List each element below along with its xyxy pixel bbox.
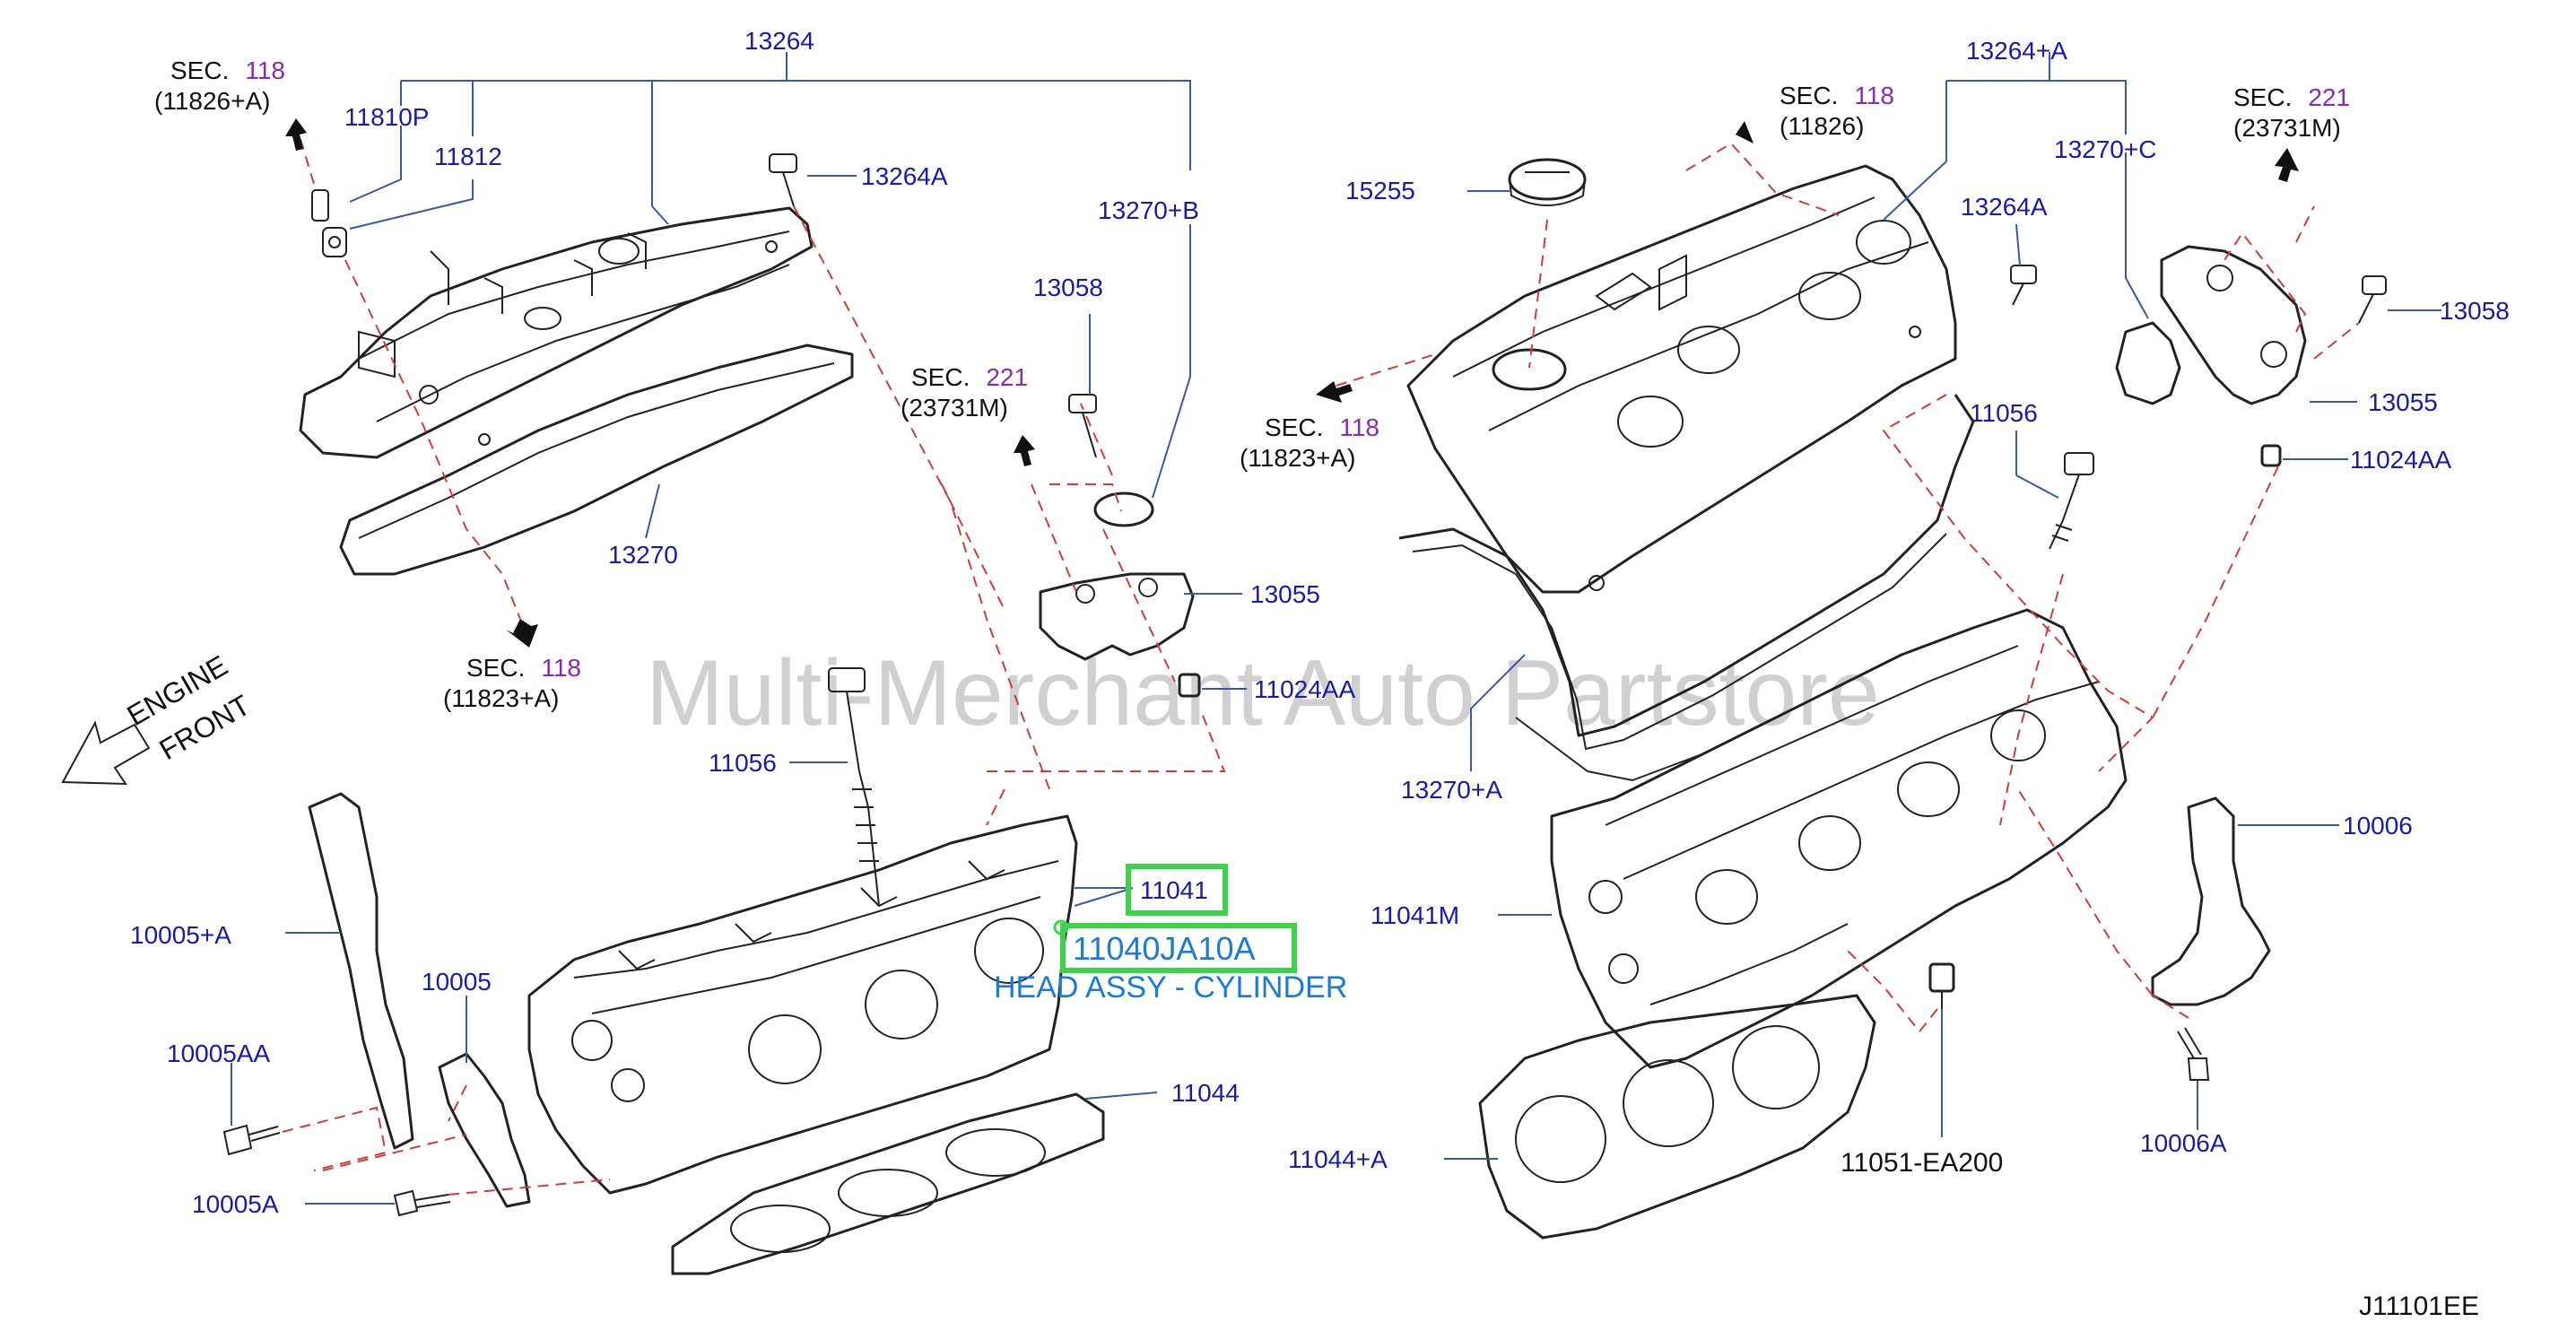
plug-11051-ea200 (1928, 962, 1955, 1009)
pcv-valve-left (311, 189, 347, 257)
bolt-10006a (2177, 1027, 2210, 1081)
highlighted-part[interactable]: 11041 11040JA10A HEAD ASSY - CYLINDER (994, 864, 1347, 1005)
o-ring-13270b (1093, 492, 1154, 527)
svg-text:(23731M): (23731M) (2233, 114, 2341, 142)
part-label[interactable]: 11044 (1171, 1079, 1240, 1107)
part-label[interactable]: 11041M (1371, 901, 1459, 929)
seal-11024aa-right (2260, 444, 2282, 467)
cam-sensor-bracket-right (2160, 245, 2307, 405)
part-label[interactable]: 11056 (1970, 399, 2038, 427)
arrow-down-icon (506, 619, 538, 648)
part-label[interactable]: 13264+A (1966, 37, 2067, 65)
leader-lines (231, 52, 2441, 1205)
rocker-cover-left (299, 206, 814, 459)
head-gasket-right (1478, 994, 1876, 1240)
part-label[interactable]: 13058 (2440, 297, 2510, 325)
part-label[interactable]: 13270 (608, 541, 678, 569)
part-label[interactable]: 10006 (2343, 812, 2413, 839)
section-ref[interactable]: SEC.221 (23731M) (2233, 83, 2350, 142)
highlight-part-number[interactable]: 11040JA10A (1073, 930, 1256, 967)
svg-text:(11826): (11826) (1780, 112, 1864, 140)
gasket-13270c (2115, 321, 2181, 405)
highlight-part-label[interactable]: 11041 (1140, 876, 1208, 904)
svg-text:SEC.118: SEC.118 (466, 654, 581, 682)
part-label[interactable]: 13058 (1033, 274, 1103, 301)
part-label[interactable]: 11812 (434, 143, 502, 170)
part-label[interactable]: 11024AA (1254, 675, 1355, 703)
part-label[interactable]: 15255 (1345, 177, 1415, 204)
svg-text:SEC.221: SEC.221 (2233, 83, 2350, 111)
svg-text:(11823+A): (11823+A) (1240, 444, 1355, 472)
svg-text:(11823+A): (11823+A) (443, 684, 559, 712)
arrow-up-icon (2275, 148, 2299, 182)
svg-text:(11826+A): (11826+A) (154, 87, 270, 115)
section-ref[interactable]: SEC.118 (11823+A) (443, 654, 581, 712)
diagram-code: J11101EE (2359, 1292, 2479, 1321)
part-label[interactable]: 13264A (861, 162, 948, 190)
arrow-up-icon (285, 118, 307, 151)
part-label[interactable]: 13264 (744, 27, 814, 55)
part-label[interactable]: 13270+A (1401, 776, 1502, 804)
part-label[interactable]: 13270+B (1098, 196, 1199, 224)
arrow-up-icon (1736, 121, 1758, 144)
rocker-cover-gasket-left (339, 344, 854, 576)
head-bolt-11056-left (828, 667, 880, 907)
part-label[interactable]: 13264A (1961, 193, 2048, 221)
bolt-10005aa (222, 1124, 281, 1156)
arrow-left-icon (1316, 381, 1353, 403)
section-ref[interactable]: SEC.118 (11826+A) (154, 57, 285, 115)
highlight-pointer-icon (1053, 919, 1069, 935)
section-ref[interactable]: SEC.118 (11823+A) (1240, 413, 1379, 472)
section-ref[interactable]: SEC.118 (11826) (1780, 82, 1894, 140)
part-label[interactable]: 10005 (422, 968, 492, 996)
rocker-cover-gasket-right (1398, 394, 1975, 782)
svg-text:SEC.118: SEC.118 (1265, 413, 1379, 441)
svg-text:SEC.118: SEC.118 (170, 57, 285, 84)
part-label[interactable]: 10005+A (130, 921, 231, 949)
svg-text:SEC.118: SEC.118 (1780, 82, 1894, 109)
bolt-13058-left (1068, 394, 1097, 458)
reference-lines-right (1336, 142, 2360, 1033)
part-label[interactable]: 13270+C (2054, 135, 2156, 163)
part-label[interactable]: 11044+A (1288, 1145, 1388, 1173)
bracket-10005a-plus (308, 792, 414, 1150)
cam-sensor-bracket-left (1039, 572, 1195, 661)
oil-filler-cap (1508, 158, 1587, 206)
bolt-13264a-left (769, 153, 797, 207)
rocker-cover-right (1406, 164, 1957, 594)
part-label[interactable]: 11051-EA200 (1841, 1148, 2003, 1178)
section-arrows (285, 118, 2299, 648)
arrow-up-icon (1014, 435, 1035, 466)
part-label[interactable]: 11056 (709, 749, 777, 777)
highlight-box-11041 (1126, 864, 1228, 916)
seal-11024aa-left (1178, 673, 1201, 698)
part-label[interactable]: 10005AA (167, 1040, 271, 1067)
part-label[interactable]: 13055 (2368, 388, 2438, 416)
part-label[interactable]: 13055 (1250, 580, 1320, 608)
reference-lines-left (282, 138, 1226, 1196)
bolt-10005a (393, 1189, 451, 1217)
highlight-box-number (1060, 923, 1297, 973)
part-label[interactable]: 10005A (192, 1190, 279, 1218)
engine-front-arrow-icon (61, 720, 151, 786)
svg-text:(23731M): (23731M) (901, 394, 1008, 422)
bracket-10005 (438, 1052, 531, 1208)
section-ref[interactable]: SEC.221 (23731M) (901, 363, 1028, 422)
watermark: Multi-Merchant Auto Partstore (646, 641, 1880, 745)
part-label[interactable]: 10006A (2140, 1129, 2227, 1157)
part-labels: 13264 11810P 11812 13264A 13270+B 13058 … (130, 27, 2510, 1218)
svg-text:SEC.221: SEC.221 (911, 363, 1028, 391)
engine-front-indicator: ENGINE FRONT (61, 649, 256, 786)
part-label[interactable]: 11810P (344, 103, 429, 131)
bracket-10006 (2151, 796, 2271, 1006)
cylinder-head-left (527, 814, 1078, 1195)
head-bolt-11056-right (2049, 452, 2094, 550)
bolt-13264a-right (2010, 265, 2037, 306)
bolt-13058-right (2358, 275, 2387, 324)
cylinder-head-right (1550, 608, 2128, 1069)
part-label[interactable]: 11024AA (2350, 446, 2451, 474)
highlight-part-description: HEAD ASSY - CYLINDER (994, 970, 1347, 1005)
head-gasket-left (671, 1092, 1105, 1275)
